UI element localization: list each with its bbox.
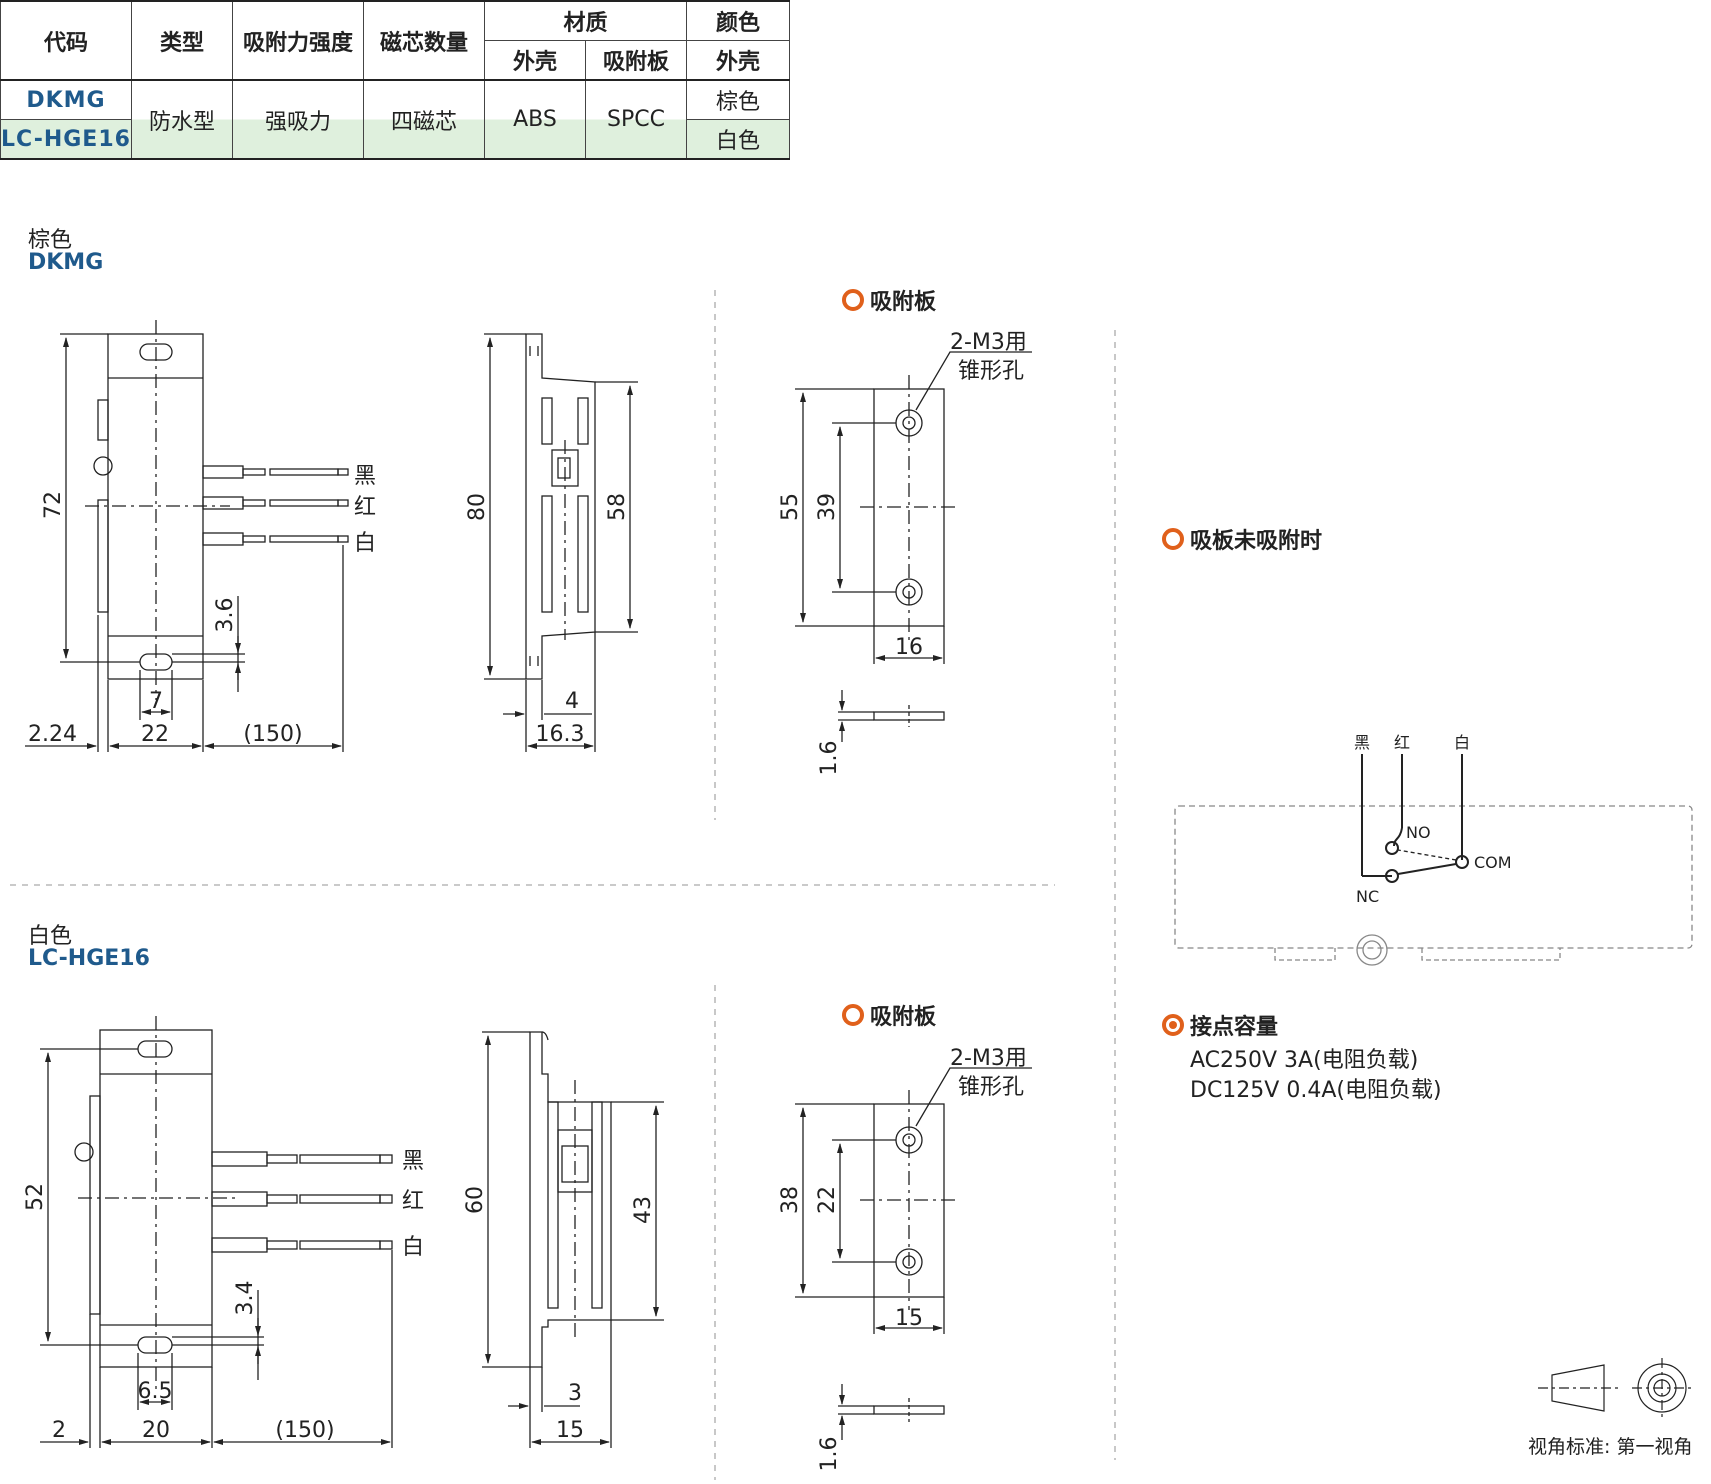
circuit-black: 黑	[1354, 733, 1370, 752]
dim-150: (150)	[243, 722, 302, 747]
ring-icon	[1162, 528, 1184, 550]
top-side-view	[484, 333, 638, 752]
dim-15-plate: 15	[895, 1306, 923, 1331]
cell-color: 白色	[686, 119, 790, 160]
ring-icon	[842, 289, 864, 311]
wire-white	[202, 532, 349, 546]
rating-line-1: AC250V 3A(电阻负载)	[1190, 1048, 1419, 1073]
wire-label-red: 红	[354, 495, 376, 520]
hole-label-1: 2-M3用	[950, 330, 1027, 355]
dim-2: 2	[52, 1418, 66, 1443]
wire-white	[211, 1237, 393, 1253]
dim-38: 38	[778, 1186, 803, 1214]
circuit-com: COM	[1474, 853, 1512, 872]
circuit-diagram	[1174, 754, 1693, 966]
hole-label-1: 2-M3用	[950, 1046, 1027, 1071]
th-material-plate: 吸附板	[585, 40, 687, 81]
dim-22: 22	[141, 722, 169, 747]
dim-3-4: 3.4	[233, 1281, 258, 1316]
dim-60: 60	[463, 1186, 488, 1214]
dim-3-6: 3.6	[213, 598, 238, 633]
dim-55: 55	[778, 493, 803, 521]
dim-1-6: 1.6	[817, 1437, 842, 1472]
dim-2-24: 2.24	[28, 722, 77, 747]
bottom-side-view	[482, 1031, 664, 1448]
dim-16: 16	[895, 635, 923, 660]
hole-label-2: 锥形孔	[958, 1075, 1024, 1100]
circuit-no: NO	[1406, 823, 1431, 842]
dim-58: 58	[605, 493, 630, 521]
table-row: DKMG 防水型 强吸力 四磁芯 ABS SPCC 棕色	[0, 79, 790, 160]
circuit-red: 红	[1394, 733, 1410, 752]
th-color-shell: 外壳	[686, 40, 790, 81]
wire-black	[211, 1151, 393, 1167]
th-color: 颜色	[686, 0, 790, 41]
cell-strength: 强吸力	[232, 79, 364, 160]
cell-type: 防水型	[131, 79, 233, 160]
hole-label-2: 锥形孔	[958, 359, 1024, 384]
dim-15: 15	[556, 1418, 584, 1443]
rating-line-2: DC125V 0.4A(电阻负载)	[1190, 1078, 1442, 1103]
circuit-nc: NC	[1356, 887, 1379, 906]
top-plate-view	[795, 351, 1032, 742]
wire-label-red: 红	[402, 1189, 424, 1214]
ring-icon	[842, 1004, 864, 1026]
th-code: 代码	[0, 0, 132, 81]
wire-label-black: 黑	[354, 464, 376, 489]
dim-39: 39	[815, 493, 840, 521]
bottom-plate-view	[795, 1067, 1032, 1440]
circuit-white: 白	[1454, 733, 1470, 752]
th-material: 材质	[484, 0, 687, 41]
wire-label-black: 黑	[402, 1149, 424, 1174]
dim-7: 7	[149, 689, 163, 714]
cell-code: LC-HGE16	[0, 119, 132, 160]
projection-label: 视角标准: 第一视角	[1528, 1436, 1693, 1458]
dim-52: 52	[23, 1183, 48, 1211]
rating-title: 接点容量	[1162, 1009, 1278, 1041]
bottom-code-label: LC-HGE16	[28, 946, 150, 971]
bottom-plate-title: 吸附板	[842, 999, 936, 1031]
dim-4: 4	[565, 689, 579, 714]
dim-43: 43	[631, 1196, 656, 1224]
dim-22: 22	[815, 1186, 840, 1214]
wire-black	[202, 465, 349, 479]
wire-label-white: 白	[402, 1235, 424, 1260]
cell-shell: ABS	[484, 79, 586, 160]
projection-symbol	[1538, 1358, 1692, 1418]
top-front-view	[25, 320, 349, 752]
bottom-front-view	[40, 1016, 393, 1448]
dim-80: 80	[465, 493, 490, 521]
dim-3: 3	[568, 1381, 582, 1406]
cell-color: 棕色	[686, 79, 790, 120]
dim-20: 20	[142, 1418, 170, 1443]
dim-72: 72	[41, 491, 66, 519]
table-row: LC-HGE16 白色	[0, 119, 790, 160]
spec-table: 代码 类型 吸附力强度 磁芯数量 材质 颜色 外壳 吸附板 外壳 DKMG 防水…	[0, 0, 790, 160]
th-cores: 磁芯数量	[363, 0, 485, 81]
bottom-color-label: 白色	[28, 924, 73, 949]
cell-plate: SPCC	[585, 79, 687, 160]
dim-6-5: 6.5	[138, 1379, 173, 1404]
wire-label-white: 白	[354, 531, 376, 556]
top-plate-title: 吸附板	[842, 284, 936, 316]
top-code-label: DKMG	[28, 250, 104, 275]
top-color-label: 棕色	[28, 228, 73, 253]
radio-dot-icon	[1162, 1014, 1184, 1036]
wire-red	[211, 1191, 393, 1207]
circuit-title: 吸板未吸附时	[1162, 523, 1322, 555]
dim-16-3: 16.3	[536, 722, 585, 747]
th-strength: 吸附力强度	[232, 0, 364, 81]
th-material-shell: 外壳	[484, 40, 586, 81]
dim-150: (150)	[275, 1418, 334, 1443]
cell-cores: 四磁芯	[363, 79, 485, 160]
cell-code: DKMG	[0, 79, 132, 120]
dim-1-6: 1.6	[817, 741, 842, 776]
wire-red	[202, 496, 349, 510]
